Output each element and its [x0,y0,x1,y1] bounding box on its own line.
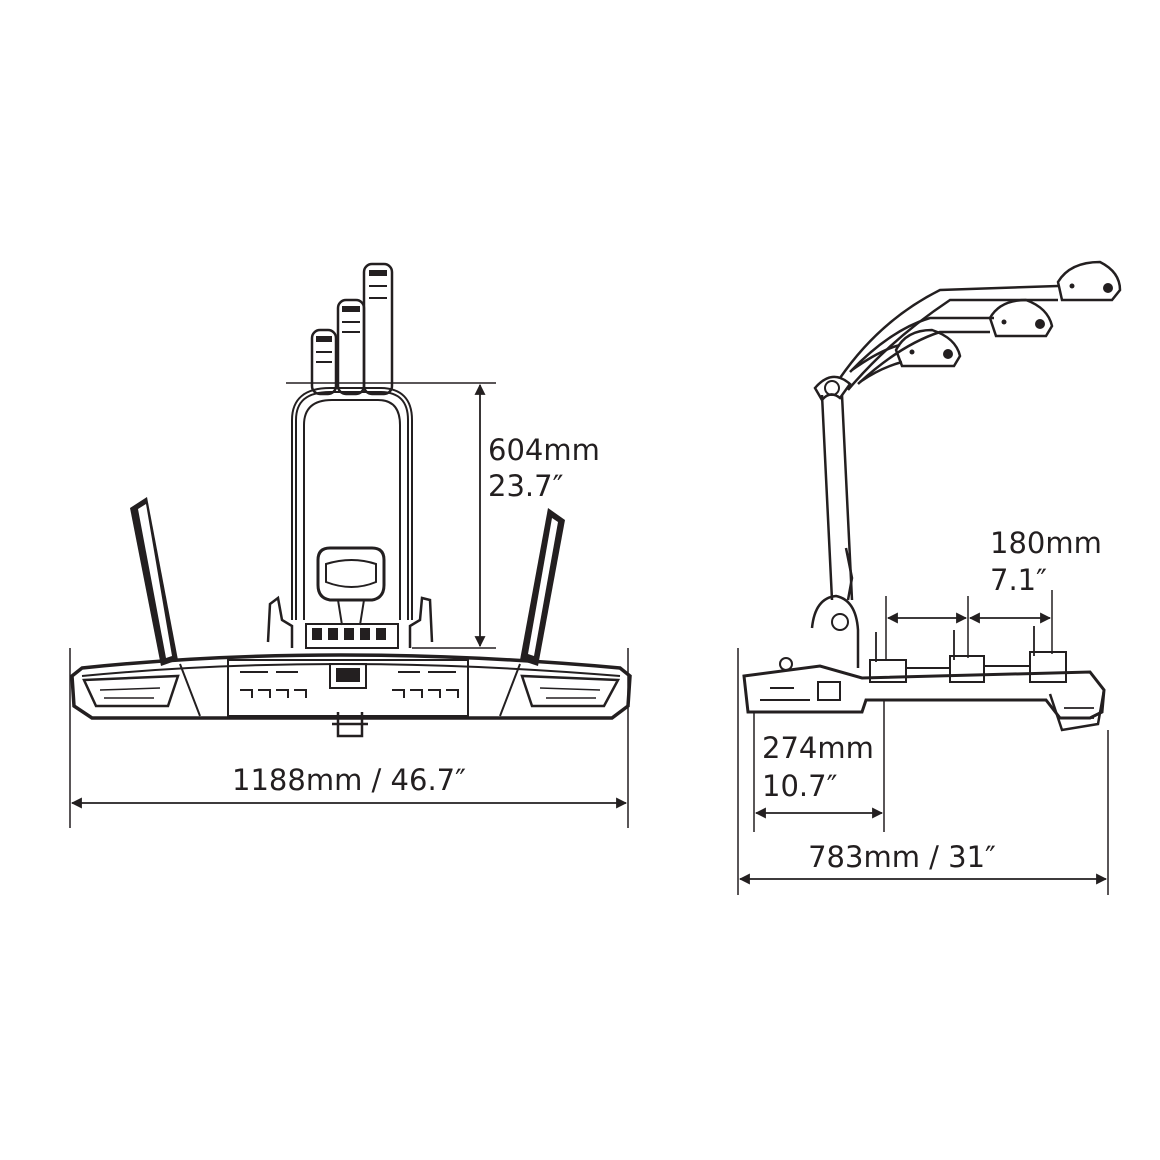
spacing-mm-label: 180mm [990,526,1102,560]
u-frame [291,387,413,620]
side-view: 180mm 7.1″ 274mm 10.7″ 783mm / 31″ [737,260,1122,895]
height-in-label: 23.7″ [488,469,564,503]
side-base [742,626,1106,732]
height-mm-label: 604mm [488,433,600,467]
depth-label: 783mm / 31″ [808,840,996,874]
bike-arms-side [838,260,1122,391]
width-label: 1188mm / 46.7″ [232,763,466,797]
right-clamp [408,596,434,648]
offset-dimension [753,700,885,832]
spacing-in-label: 7.1″ [990,563,1047,597]
teeth-row [305,623,399,649]
left-clamp [266,595,294,648]
left-plate-arm [130,497,178,666]
offset-in-label: 10.7″ [762,769,838,803]
height-dimension [286,382,496,649]
right-plate-arm [520,508,565,666]
depth-dimension [737,648,1109,895]
mast [813,375,854,601]
pivot-clamp [810,547,860,668]
base-body [70,653,632,738]
spacing-dimension [885,590,1053,660]
width-dimension [69,648,629,828]
offset-mm-label: 274mm [762,731,874,765]
center-handle [316,546,386,626]
bike-arms-front [310,262,394,396]
front-view: 604mm 23.7″ 1188mm / 46.7″ [69,262,632,828]
